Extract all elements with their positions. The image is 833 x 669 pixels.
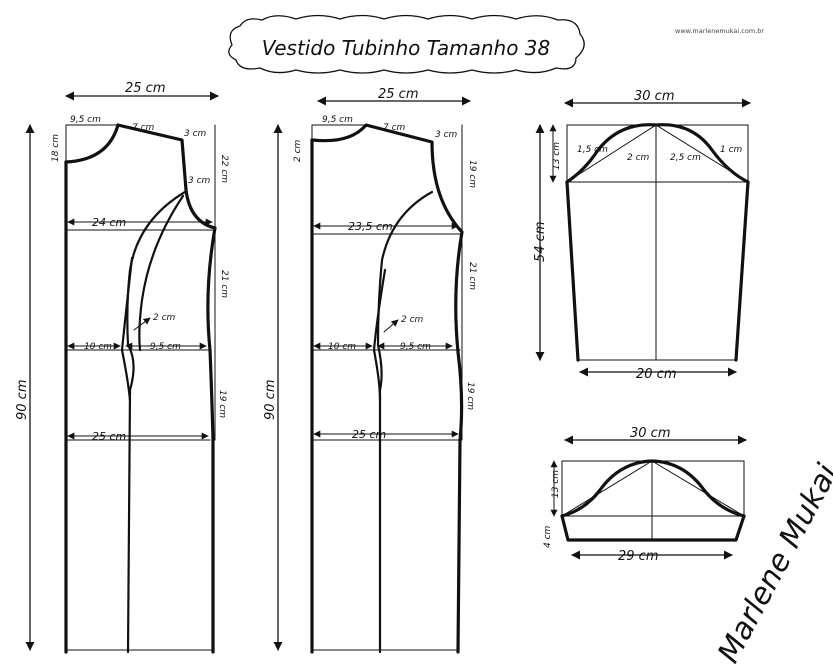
back-hip-depth-label: 19 cm — [217, 390, 227, 418]
long-sleeve-top-width-label: 30 cm — [634, 89, 675, 104]
back-waist-to-bust-label: 21 cm — [219, 270, 229, 298]
back-shoulder-label: 7 cm — [132, 123, 155, 133]
title-banner: Vestido Tubinho Tamanho 38 — [228, 14, 585, 74]
front-neck-width-label: 9,5 cm — [322, 115, 353, 125]
front-shoulder-drop-label: 3 cm — [435, 130, 458, 140]
author-signature: Marlene Mukai — [711, 458, 833, 669]
front-hip-width-label: 25 cm — [352, 428, 386, 441]
front-length-label: 90 cm — [263, 380, 278, 421]
back-bust-width-label: 24 cm — [92, 216, 126, 229]
back-neck-width-label: 9,5 cm — [70, 115, 101, 125]
short-sleeve-pattern: 30 cm 13 cm 4 cm 29 cm — [543, 426, 747, 564]
back-armhole-depth-label: 22 cm — [219, 155, 229, 183]
page-title: Vestido Tubinho Tamanho 38 — [262, 36, 551, 60]
front-neck-depth-label: 2 cm — [293, 139, 303, 162]
short-sleeve-top-width-label: 30 cm — [630, 426, 671, 441]
front-hip-depth-label: 19 cm — [465, 382, 475, 410]
long-sleeve-cap-height-label: 13 cm — [552, 142, 562, 170]
short-sleeve-cap-height-label: 13 cm — [551, 470, 561, 498]
front-armhole-depth-label: 19 cm — [467, 160, 477, 188]
back-armhole-curve-label: 3 cm — [188, 176, 211, 186]
long-sleeve-bottom-width-label: 20 cm — [636, 367, 677, 382]
back-dart-label: 2 cm — [153, 313, 176, 323]
short-sleeve-bottom-width-label: 29 cm — [618, 549, 659, 564]
long-sleeve-center-right-label: 2,5 cm — [670, 153, 701, 163]
front-waist-right-label: 9,5 cm — [400, 342, 431, 352]
front-bust-width-label: 23,5 cm — [348, 220, 393, 233]
front-pattern: 25 cm 9,5 cm 2 cm 7 cm 3 cm 19 cm 23,5 c… — [263, 87, 477, 654]
front-waist-to-bust-label: 21 cm — [467, 262, 477, 290]
back-neck-depth-label: 18 cm — [51, 134, 61, 162]
back-waist-right-label: 9,5 cm — [150, 342, 181, 352]
front-waist-left-label: 10 cm — [328, 342, 356, 352]
website-url: www.marlenemukai.com.br — [675, 27, 764, 35]
back-hip-width-label: 25 cm — [92, 430, 126, 443]
short-sleeve-hem-height-label: 4 cm — [543, 525, 553, 548]
back-shoulder-drop-label: 3 cm — [184, 129, 207, 139]
long-sleeve-pattern: 30 cm 13 cm 1,5 cm 2 cm 2,5 cm 1 cm 54 c… — [533, 89, 751, 382]
front-shoulder-label: 7 cm — [383, 123, 406, 133]
back-waist-left-label: 10 cm — [84, 342, 112, 352]
back-length-label: 90 cm — [15, 380, 30, 421]
long-sleeve-center-left-label: 2 cm — [627, 153, 650, 163]
back-top-width-label: 25 cm — [125, 81, 166, 96]
front-dart-label: 2 cm — [401, 315, 424, 325]
long-sleeve-right-offset-label: 1 cm — [720, 145, 743, 155]
long-sleeve-left-offset-label: 1,5 cm — [577, 145, 608, 155]
front-top-width-label: 25 cm — [378, 87, 419, 102]
back-pattern: 25 cm 9,5 cm 18 cm 7 cm 3 cm 3 cm 22 cm … — [15, 81, 229, 654]
long-sleeve-length-label: 54 cm — [533, 222, 548, 263]
